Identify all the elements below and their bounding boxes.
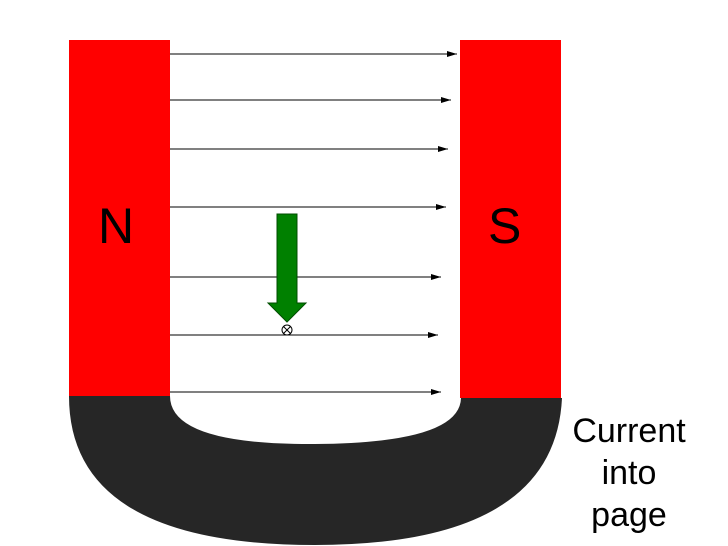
caption-line: Current [572, 412, 686, 450]
north-label: N [98, 198, 134, 254]
field-lines [170, 51, 457, 395]
south-pole [460, 40, 561, 398]
caption-line: page [591, 496, 667, 534]
current-into-page-icon [281, 324, 293, 336]
north-pole [69, 40, 170, 396]
force-arrow [266, 213, 308, 323]
caption-line: into [601, 454, 657, 492]
magnet-yoke [69, 396, 562, 545]
current-direction-caption: Current into page [560, 410, 698, 536]
south-label: S [488, 198, 521, 254]
